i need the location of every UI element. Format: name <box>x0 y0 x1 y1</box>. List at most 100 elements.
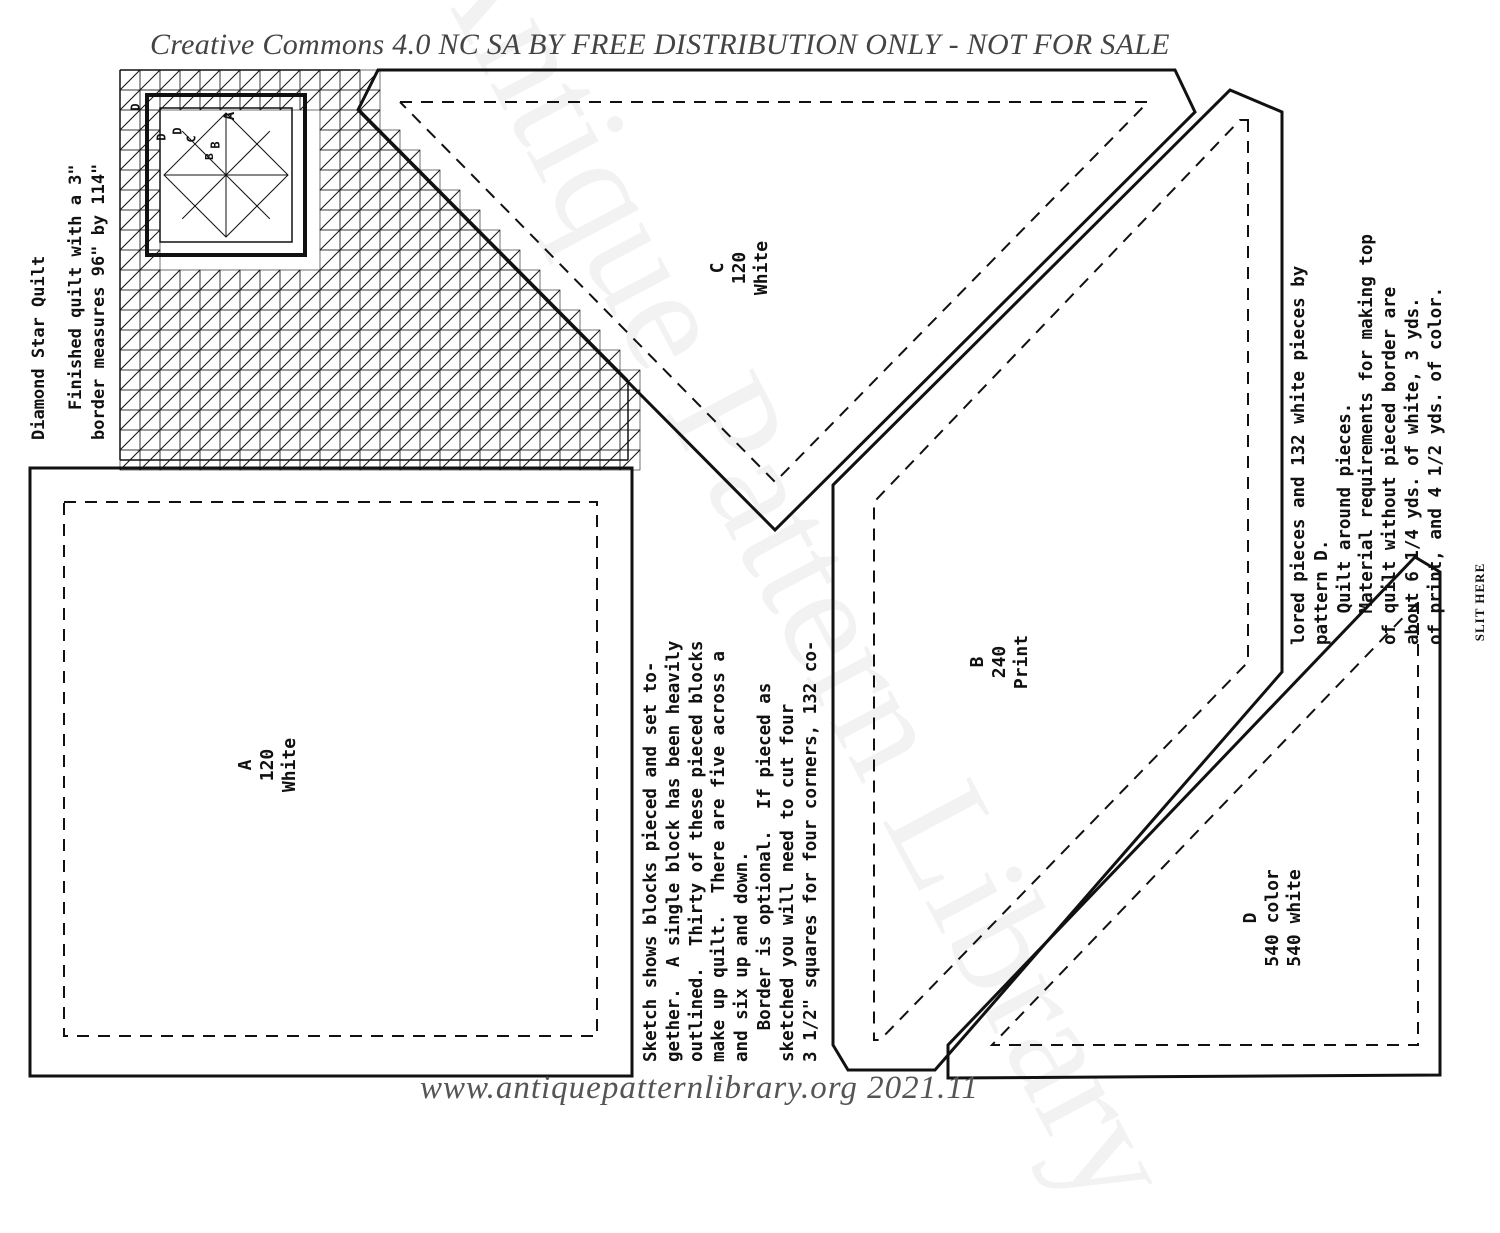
sketch-line <box>319 129 341 151</box>
sketch-line <box>519 269 541 291</box>
sketch-line <box>439 369 461 391</box>
sketch-line <box>359 409 381 431</box>
sketch-line <box>619 429 641 451</box>
sketch-line <box>159 309 181 331</box>
sketch-line <box>119 69 141 91</box>
sketch-line <box>379 149 401 171</box>
sketch-line <box>439 309 461 331</box>
instruction-line: Border is optional. If pieced as <box>754 682 775 1062</box>
sketch-line <box>499 329 521 351</box>
slit-here-mark: SLIT HERE <box>1472 562 1487 642</box>
sketch-star-line <box>181 174 227 220</box>
sketch-line <box>459 369 481 391</box>
sketch-line <box>319 229 341 251</box>
sketch-line <box>399 169 421 191</box>
sketch-line <box>279 389 301 411</box>
sketch-line <box>119 389 141 411</box>
piece-letter: C <box>707 262 728 274</box>
sketch-line <box>359 209 381 231</box>
sketch-line <box>399 209 421 231</box>
sketch-line <box>499 369 521 391</box>
sketch-line <box>319 409 341 431</box>
intro-text: Diamond Star Quilt Finished quilt with a… <box>28 164 111 440</box>
sketch-line <box>459 389 481 411</box>
sketch-line <box>119 209 141 231</box>
sketch-line <box>359 289 381 311</box>
sketch-line <box>239 389 261 411</box>
sketch-line <box>459 429 481 451</box>
sketch-line <box>159 409 181 431</box>
sketch-line <box>319 369 341 391</box>
sketch-line <box>139 169 161 191</box>
sketch-line <box>299 69 321 91</box>
sketch-line <box>599 369 621 391</box>
instructions-text: Sketch shows blocks pieced and set to- g… <box>640 641 822 1062</box>
sketch-line <box>299 269 321 291</box>
sketch-line <box>259 329 281 351</box>
piece-letter: A <box>235 759 256 771</box>
sketch-line <box>479 389 501 411</box>
sketch-line <box>339 149 361 171</box>
sketch-line <box>379 209 401 231</box>
sketch-line <box>359 169 381 191</box>
sketch-line <box>599 429 621 451</box>
sketch-line <box>119 129 141 151</box>
sketch-line <box>579 329 601 351</box>
sketch-label-c: C <box>184 135 199 143</box>
sketch-line <box>359 269 381 291</box>
sketch-line <box>599 389 621 411</box>
sketch-line <box>379 429 401 451</box>
sketch-line <box>279 69 301 91</box>
intro-line: border measures 96" by 114" <box>89 163 109 440</box>
sketch-line <box>579 409 601 431</box>
sketch-line <box>499 309 521 331</box>
sketch-line <box>219 309 241 331</box>
sketch-line <box>259 389 281 411</box>
sketch-line <box>279 429 301 451</box>
sketch-line <box>499 349 521 371</box>
piece-fabric: White <box>279 737 300 793</box>
sketch-line <box>519 349 541 371</box>
sketch-line <box>339 109 361 131</box>
sketch-line <box>259 309 281 331</box>
sketch-line <box>219 369 241 391</box>
sketch-line <box>559 369 581 391</box>
instruction-line: make up quilt. There are five across a <box>709 651 730 1062</box>
sketch-line <box>219 409 241 431</box>
sketch-line <box>359 389 381 411</box>
sketch-line <box>179 429 201 451</box>
sketch-line <box>159 389 181 411</box>
sketch-line <box>419 309 441 331</box>
sketch-line <box>119 429 141 451</box>
sketch-line <box>459 289 481 311</box>
sketch-line <box>419 249 441 271</box>
sketch-line <box>119 289 141 311</box>
piece-count: 540 color <box>1262 869 1283 967</box>
sketch-line <box>479 329 501 351</box>
sketch-line <box>139 329 161 351</box>
sketch-line <box>219 269 241 291</box>
sketch-label-d: D <box>154 133 169 141</box>
sketch-line <box>199 289 221 311</box>
sketch-line <box>199 389 221 411</box>
sketch-line <box>199 369 221 391</box>
piece-letter: D <box>1240 912 1261 924</box>
sketch-line <box>619 369 641 391</box>
piece-c-template <box>356 68 1197 533</box>
sketch-line <box>579 389 601 411</box>
sketch-line <box>259 289 281 311</box>
sketch-line <box>399 349 421 371</box>
sketch-line <box>519 329 541 351</box>
sketch-line <box>179 69 201 91</box>
sketch-line <box>299 309 321 331</box>
sketch-line <box>399 189 421 211</box>
sketch-line <box>219 429 241 451</box>
sketch-line <box>399 329 421 351</box>
sketch-line <box>159 69 181 91</box>
sketch-line <box>239 409 261 431</box>
sketch-line <box>319 269 341 291</box>
sketch-line <box>559 349 581 371</box>
sketch-label-b: B <box>208 141 223 149</box>
sketch-line <box>539 389 561 411</box>
sketch-line <box>379 269 401 291</box>
